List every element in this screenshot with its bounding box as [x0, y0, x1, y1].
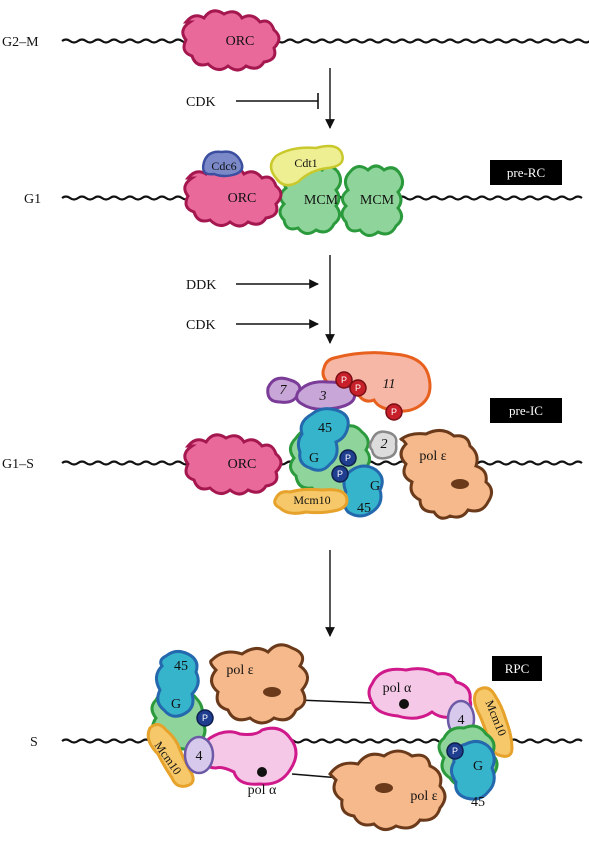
dpb11: 11	[321, 351, 432, 413]
pol-epsilon-label-g1s: pol ε	[419, 449, 446, 464]
pol-alpha-label-right-s: pol α	[383, 681, 412, 696]
pol-alpha-left-s: pol α	[202, 726, 298, 798]
cdc45-label-left-s: 45	[174, 659, 188, 674]
ctf4-label-right-s: 4	[458, 713, 465, 728]
gins-bottom: G	[370, 479, 380, 494]
gins-label-top: G	[309, 451, 319, 466]
mcm10-g1s: Mcm10	[273, 487, 349, 515]
phospho-red-2-label: P	[355, 383, 361, 393]
pol-epsilon-right-s: pol ε	[328, 749, 447, 831]
pol-epsilon-label-left-s: pol ε	[226, 663, 253, 678]
phospho-blue-left-s-label: P	[202, 713, 208, 723]
cdc45-label-right-s: 45	[471, 795, 485, 810]
dpb11-label: 11	[383, 377, 396, 392]
phospho-blue-right-s: P	[446, 742, 464, 760]
phospho-red-2: P	[349, 379, 367, 397]
stage-label-g2m: G2–M	[2, 35, 39, 50]
pre-rc-badge: pre-RC	[490, 160, 562, 185]
orc-label-g1: ORC	[228, 191, 257, 206]
phospho-blue-right-s-label: P	[452, 746, 458, 756]
ctf4-label-left-s: 4	[196, 749, 203, 764]
phospho-blue-left-s: P	[196, 709, 214, 727]
ctf4-left-s: 4	[183, 735, 215, 775]
phospho-red-1-label: P	[341, 375, 347, 385]
pol-alpha-label-left-s: pol α	[248, 783, 277, 798]
mcm-label-2: MCM	[360, 193, 395, 208]
cdt1: Cdt1	[269, 144, 344, 187]
pre-ic-badge: pre-IC	[490, 398, 562, 423]
pol-epsilon-left-s: pol ε	[209, 643, 309, 725]
mcm-label-1: MCM	[304, 193, 339, 208]
sld3-label: 3	[319, 389, 327, 404]
cdk-inhibition-label: CDK	[186, 95, 216, 110]
phospho-red-1: P	[335, 371, 353, 389]
cdc45-left-s: 45 G	[155, 649, 200, 718]
stage-label-s: S	[30, 735, 38, 750]
sld7: 7	[266, 376, 302, 404]
orc-g1s: ORC	[183, 433, 283, 496]
stage-label-g1: G1	[24, 192, 41, 207]
sld7-label: 7	[280, 383, 288, 398]
replisome-link-top	[297, 699, 373, 704]
ddk-label: DDK	[186, 278, 216, 293]
mcm10-label-g1s: Mcm10	[293, 493, 330, 507]
gins-top: G	[309, 451, 319, 466]
gins-label-bottom: G	[370, 479, 380, 494]
phospho-red-3: P	[385, 403, 403, 421]
phospho-blue-2: P	[331, 465, 349, 483]
phospho-red-3-label: P	[391, 407, 397, 417]
cdc6-label: Cdc6	[211, 159, 236, 173]
cdc45-bottom: 45	[341, 464, 384, 518]
phospho-blue-1: P	[339, 449, 357, 467]
gins-label-right-s: G	[473, 759, 483, 774]
cdc45-top: 45	[296, 407, 350, 472]
pol-epsilon-label-right-s: pol ε	[410, 789, 437, 804]
cdt1-label: Cdt1	[294, 156, 317, 170]
pol-epsilon-g1s: pol ε	[398, 429, 493, 520]
orc-g2m: ORC	[181, 9, 281, 72]
orc-label-g1s: ORC	[228, 457, 257, 472]
cdc45-label-top: 45	[318, 421, 332, 436]
phospho-blue-2-label: P	[337, 469, 343, 479]
rpc-badge: RPC	[492, 656, 542, 681]
cdc45-label-bottom: 45	[357, 501, 371, 516]
sld3: 3	[295, 380, 357, 411]
orc-label-g2m: ORC	[226, 34, 255, 49]
cdc6: Cdc6	[201, 150, 244, 178]
stage-label-g1s: G1–S	[2, 457, 34, 472]
rpc-badge-text: RPC	[505, 661, 530, 676]
pre-ic-badge-text: pre-IC	[509, 403, 543, 418]
dna-strand-g2m	[61, 38, 589, 44]
phospho-blue-1-label: P	[345, 453, 351, 463]
cdk-label: CDK	[186, 318, 216, 333]
pre-rc-badge-text: pre-RC	[507, 165, 545, 180]
gins-label-left-s: G	[171, 697, 181, 712]
sld2: 2	[368, 430, 398, 460]
sld2-label: 2	[381, 437, 388, 452]
